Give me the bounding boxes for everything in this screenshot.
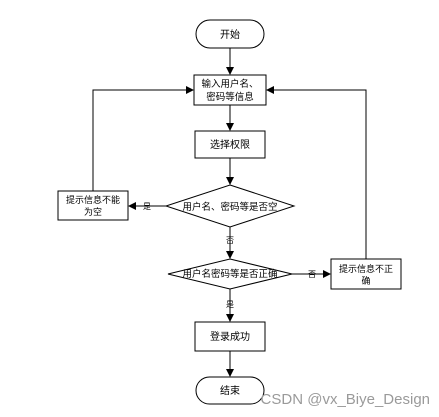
check-correct-label: 用户名密码等是否正确 bbox=[182, 268, 277, 280]
start-terminal: 开始 bbox=[195, 19, 265, 49]
input-label-line2: 密码等信息 bbox=[206, 91, 254, 103]
input-label-line1: 输入用户名、 bbox=[201, 78, 258, 90]
prompt-incorrect-process: 提示信息不正 确 bbox=[330, 258, 402, 290]
check-empty-label: 用户名、密码等是否空 bbox=[182, 201, 277, 213]
start-label: 开始 bbox=[220, 28, 240, 41]
select-permission-label: 选择权限 bbox=[210, 138, 250, 151]
no-label-correct: 否 bbox=[308, 270, 316, 279]
prompt-incorrect-line1: 提示信息不正 bbox=[339, 263, 393, 275]
input-process: 输入用户名、 密码等信息 bbox=[193, 74, 267, 106]
prompt-empty-line2: 为空 bbox=[84, 206, 102, 218]
yes-label-correct: 是 bbox=[226, 300, 234, 309]
watermark-text: CSDN @vx_Biye_Design bbox=[261, 391, 430, 408]
prompt-empty-line1: 提示信息不能 bbox=[66, 194, 120, 206]
prompt-incorrect-line2: 确 bbox=[361, 275, 370, 287]
select-permission-process: 选择权限 bbox=[194, 130, 266, 159]
arrow-empty-loop-back bbox=[92, 86, 194, 191]
end-terminal: 结束 bbox=[195, 376, 265, 405]
no-label-empty: 否 bbox=[226, 236, 234, 245]
end-label: 结束 bbox=[220, 384, 240, 397]
check-empty-decision: 用户名、密码等是否空 bbox=[164, 184, 296, 228]
login-success-label: 登录成功 bbox=[210, 330, 250, 343]
arrow-incorrect-loop-back bbox=[266, 86, 367, 259]
yes-label-empty: 是 bbox=[143, 202, 151, 211]
login-success-process: 登录成功 bbox=[194, 321, 266, 352]
check-correct-decision: 用户名密码等是否正确 bbox=[167, 258, 293, 290]
prompt-empty-process: 提示信息不能 为空 bbox=[57, 190, 129, 221]
